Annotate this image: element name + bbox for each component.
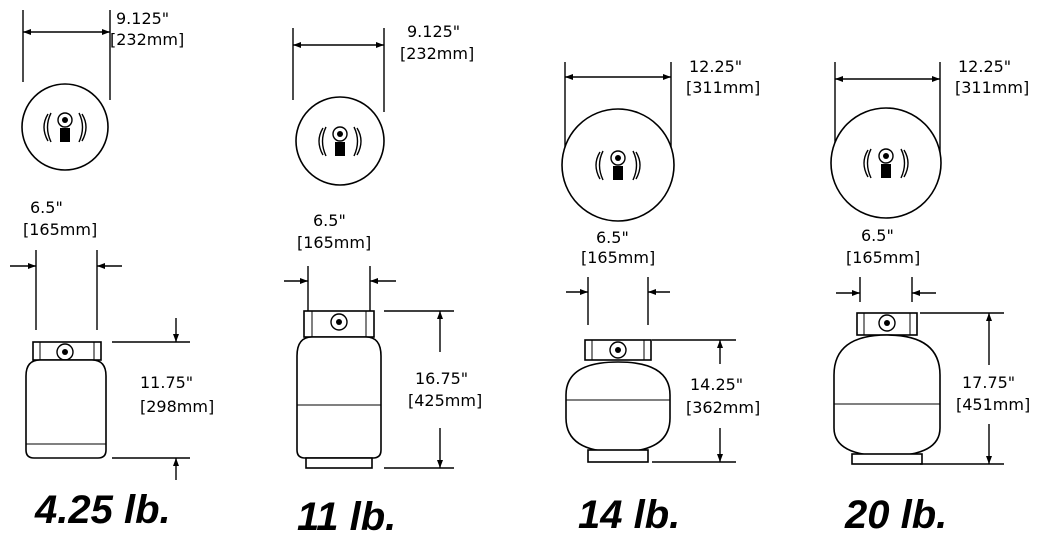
height-dimension (652, 339, 736, 463)
tank-side-view (565, 339, 671, 463)
collar-mm-label: [165mm] (581, 248, 655, 267)
height-mm-label: [298mm] (140, 397, 214, 416)
tank-4-25lb: 9.125" [232mm] 6.5" [165mm] (10, 9, 214, 532)
height-inches-label: 14.25" (690, 375, 743, 394)
tank-top-view (561, 108, 675, 222)
diameter-inches-label: 12.25" (958, 57, 1011, 76)
height-mm-label: [451mm] (956, 395, 1030, 414)
tank-side-view (833, 312, 941, 465)
collar-mm-label: [165mm] (297, 233, 371, 252)
tank-weight-label: 11 lb. (297, 495, 396, 536)
diameter-inches-label: 12.25" (689, 57, 742, 76)
tank-14lb: 12.25" [311mm] 6.5" [165mm] (561, 57, 760, 536)
top-diameter-dimension (564, 62, 672, 158)
height-mm-label: [362mm] (686, 398, 760, 417)
tank-weight-label: 14 lb. (578, 493, 680, 536)
tank-weight-label: 4.25 lb. (34, 488, 171, 532)
diameter-mm-label: [311mm] (686, 78, 760, 97)
diameter-inches-label: 9.125" (407, 22, 460, 41)
height-inches-label: 11.75" (140, 373, 193, 392)
collar-mm-label: [165mm] (846, 248, 920, 267)
tank-weight-label: 20 lb. (844, 493, 947, 536)
collar-width-dimension (836, 277, 936, 302)
collar-inches-label: 6.5" (313, 211, 346, 230)
tank-11lb: 9.125" [232mm] 6.5" [165mm] (284, 22, 482, 536)
height-mm-label: [425mm] (408, 391, 482, 410)
collar-width-dimension (10, 250, 122, 330)
tank-top-view (21, 83, 109, 171)
diameter-inches-label: 9.125" (116, 9, 169, 28)
tank-top-view (295, 96, 385, 186)
top-diameter-dimension (834, 62, 941, 158)
top-diameter-dimension (22, 10, 111, 100)
height-dimension (112, 318, 190, 480)
height-dimension (920, 312, 1004, 465)
collar-inches-label: 6.5" (596, 228, 629, 247)
height-inches-label: 17.75" (962, 373, 1015, 392)
tank-side-view (25, 341, 107, 459)
height-inches-label: 16.75" (415, 369, 468, 388)
collar-width-dimension (566, 277, 670, 325)
tank-side-view (296, 310, 382, 469)
diameter-mm-label: [232mm] (400, 44, 474, 63)
collar-inches-label: 6.5" (861, 226, 894, 245)
tank-top-view (830, 107, 942, 219)
collar-inches-label: 6.5" (30, 198, 63, 217)
height-dimension (384, 310, 454, 469)
collar-width-dimension (284, 266, 396, 312)
diameter-mm-label: [232mm] (110, 30, 184, 49)
collar-mm-label: [165mm] (23, 220, 97, 239)
tank-20lb: 12.25" [311mm] 6.5" [165mm] (830, 57, 1030, 536)
top-diameter-dimension (292, 28, 385, 112)
diameter-mm-label: [311mm] (955, 78, 1029, 97)
